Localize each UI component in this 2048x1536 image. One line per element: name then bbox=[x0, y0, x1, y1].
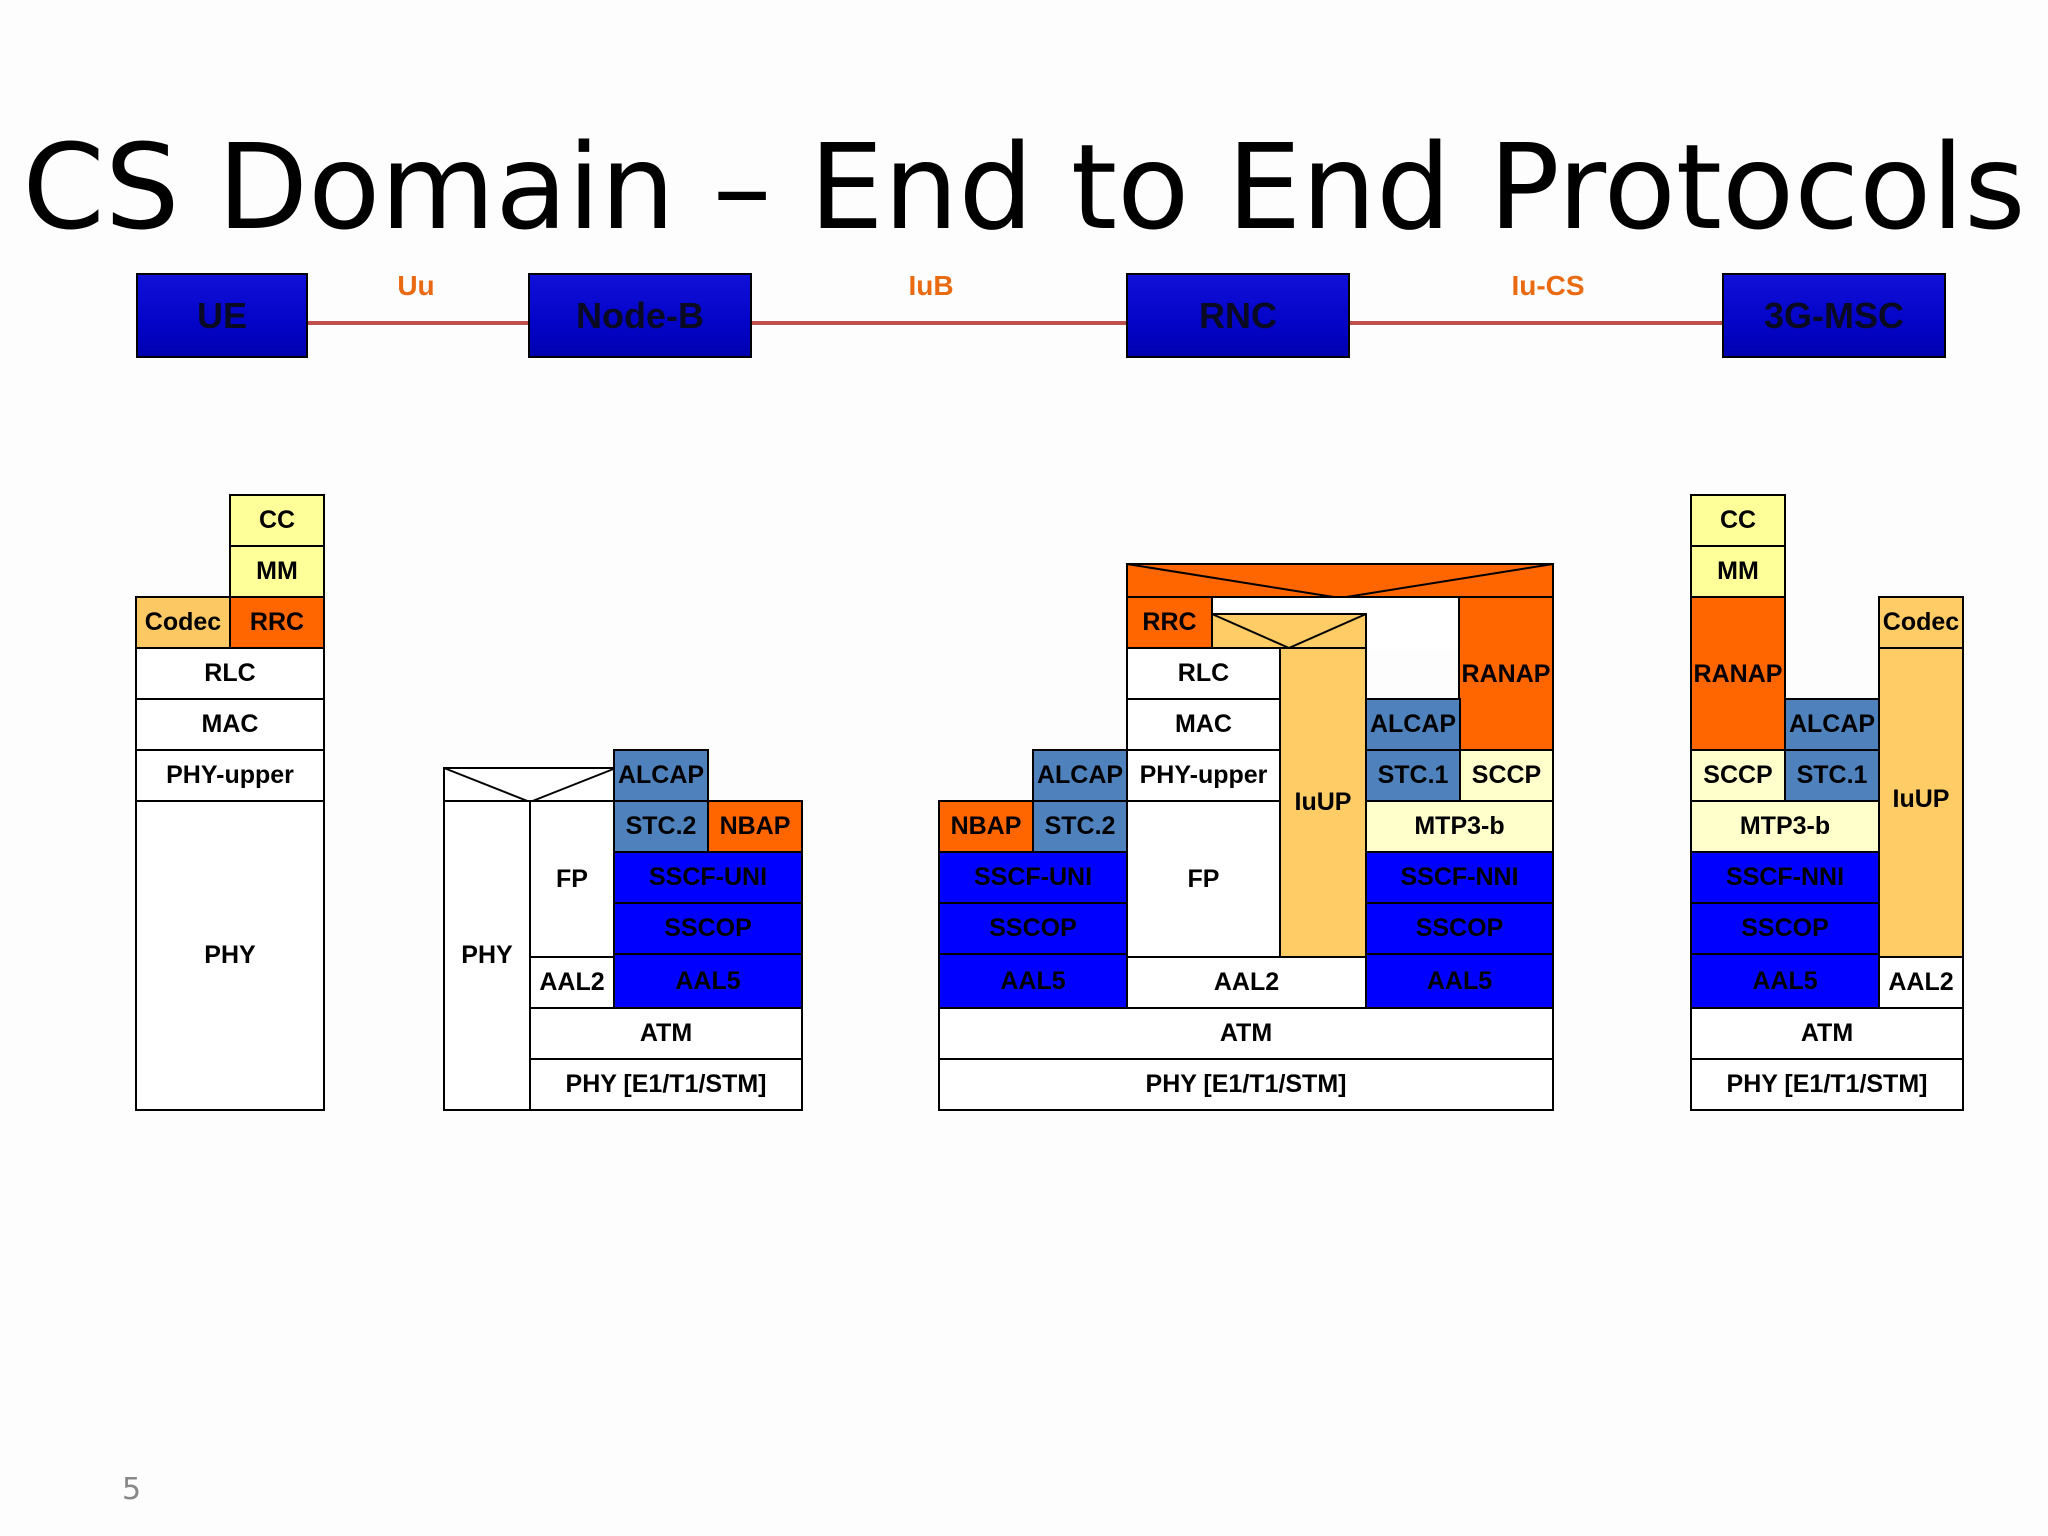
rnc-iuup-connector bbox=[1211, 613, 1367, 649]
node-3g-msc: 3G-MSC bbox=[1722, 273, 1946, 358]
msc-phy-e1-layer: PHY [E1/T1/STM] bbox=[1690, 1058, 1964, 1111]
rnc-rrc-ranap-connector bbox=[1126, 563, 1554, 599]
node-ue: UE bbox=[136, 273, 308, 358]
slide-title: CS Domain – End to End Protocols bbox=[22, 118, 2026, 256]
msc-cc-layer: CC bbox=[1690, 494, 1786, 547]
rnc-sscop-right-layer: SSCOP bbox=[1365, 902, 1554, 955]
msc-stc1-layer: STC.1 bbox=[1784, 749, 1880, 802]
ue-codec-layer: Codec bbox=[135, 596, 231, 649]
rnc-fp-layer: FP bbox=[1126, 800, 1281, 958]
nodeb-aal2-layer: AAL2 bbox=[529, 956, 615, 1009]
slide-number: 5 bbox=[122, 1472, 142, 1507]
rnc-mac-layer: MAC bbox=[1126, 698, 1281, 751]
msc-iuup-layer: IuUP bbox=[1878, 647, 1964, 958]
rnc-sscf-uni-layer: SSCF-UNI bbox=[938, 851, 1128, 904]
nodeb-phy-layer: PHY bbox=[443, 800, 531, 1111]
ue-phy-upper-layer: PHY-upper bbox=[135, 749, 325, 802]
rnc-aal5-left-layer: AAL5 bbox=[938, 953, 1128, 1009]
rnc-phy-upper-layer: PHY-upper bbox=[1126, 749, 1281, 802]
msc-sscf-nni-layer: SSCF-NNI bbox=[1690, 851, 1880, 904]
msc-mm-layer: MM bbox=[1690, 545, 1786, 598]
ue-phy-layer: PHY bbox=[135, 800, 325, 1111]
rnc-iuup-layer: IuUP bbox=[1279, 647, 1367, 958]
msc-aal2-layer: AAL2 bbox=[1878, 956, 1964, 1009]
nodeb-sscf-uni-layer: SSCF-UNI bbox=[613, 851, 803, 904]
rnc-aal5-right-layer: AAL5 bbox=[1365, 953, 1554, 1009]
nodeb-phy-fp-connector bbox=[443, 767, 617, 803]
ue-mm-layer: MM bbox=[229, 545, 325, 598]
rnc-sccp-layer: SCCP bbox=[1459, 749, 1554, 802]
rnc-ranap-layer: RANAP bbox=[1458, 596, 1554, 751]
msc-alcap-layer: ALCAP bbox=[1784, 698, 1880, 751]
node-rnc: RNC bbox=[1126, 273, 1350, 358]
rnc-stc1-layer: STC.1 bbox=[1365, 749, 1461, 802]
rnc-sscop-left-layer: SSCOP bbox=[938, 902, 1128, 955]
interface-uu-label: Uu bbox=[397, 270, 435, 301]
ue-rrc-layer: RRC bbox=[229, 596, 325, 649]
msc-aal5-layer: AAL5 bbox=[1690, 953, 1880, 1009]
nodeb-nbap-layer: NBAP bbox=[707, 800, 803, 853]
nodeb-fp-layer: FP bbox=[529, 800, 615, 958]
link-iub bbox=[750, 321, 1128, 325]
ue-mac-layer: MAC bbox=[135, 698, 325, 751]
ue-rlc-layer: RLC bbox=[135, 647, 325, 700]
rnc-alcap-right-layer: ALCAP bbox=[1365, 698, 1461, 751]
rnc-mtp3b-layer: MTP3-b bbox=[1365, 800, 1554, 853]
rnc-aal2-layer: AAL2 bbox=[1126, 956, 1367, 1009]
rnc-rrc-layer: RRC bbox=[1126, 596, 1213, 649]
msc-ranap-layer: RANAP bbox=[1690, 596, 1786, 751]
nodeb-sscop-layer: SSCOP bbox=[613, 902, 803, 955]
interface-iub-label: IuB bbox=[908, 270, 954, 301]
nodeb-phy-e1-layer: PHY [E1/T1/STM] bbox=[529, 1058, 803, 1111]
interface-iucs-label: Iu-CS bbox=[1511, 270, 1585, 301]
rnc-atm-layer: ATM bbox=[938, 1007, 1554, 1060]
nodeb-atm-layer: ATM bbox=[529, 1007, 803, 1060]
msc-atm-layer: ATM bbox=[1690, 1007, 1964, 1060]
msc-codec-layer: Codec bbox=[1878, 596, 1964, 649]
rnc-nbap-layer: NBAP bbox=[938, 800, 1034, 853]
ue-cc-layer: CC bbox=[229, 494, 325, 547]
node-nodeb: Node-B bbox=[528, 273, 752, 358]
msc-sccp-layer: SCCP bbox=[1690, 749, 1786, 802]
rnc-alcap-left-layer: ALCAP bbox=[1032, 749, 1128, 802]
link-uu bbox=[306, 321, 530, 325]
msc-mtp3b-layer: MTP3-b bbox=[1690, 800, 1880, 853]
rnc-phy-e1-layer: PHY [E1/T1/STM] bbox=[938, 1058, 1554, 1111]
rnc-sscf-nni-layer: SSCF-NNI bbox=[1365, 851, 1554, 904]
link-iucs bbox=[1348, 321, 1724, 325]
nodeb-alcap-layer: ALCAP bbox=[613, 749, 709, 802]
rnc-stc2-layer: STC.2 bbox=[1032, 800, 1128, 853]
rnc-rlc-layer: RLC bbox=[1126, 647, 1281, 700]
nodeb-aal5-layer: AAL5 bbox=[613, 953, 803, 1009]
msc-sscop-layer: SSCOP bbox=[1690, 902, 1880, 955]
nodeb-stc2-layer: STC.2 bbox=[613, 800, 709, 853]
